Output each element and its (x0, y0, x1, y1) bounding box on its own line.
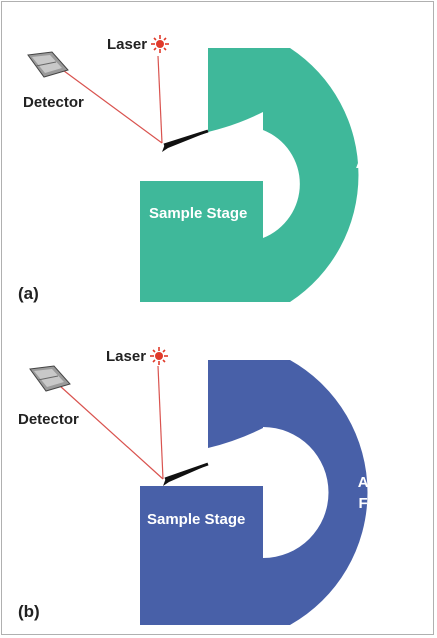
detector-label: Detector (23, 94, 84, 111)
detector-label: Detector (18, 411, 79, 428)
laser-beam-incident (157, 55, 163, 144)
panel-label-a: (a) (18, 284, 39, 303)
detector-icon (27, 51, 69, 78)
afm-frame-label-line2: Frame (358, 495, 403, 512)
cantilever-arm (163, 129, 209, 147)
sample-stage-block (140, 181, 263, 302)
panel-a: Laser Detector Sample Stage AFM Frame (a… (18, 35, 403, 303)
laser-beam-incident (157, 365, 164, 480)
afm-frame-label-line1: AFM (358, 474, 391, 491)
sample-stage-label: Sample Stage (149, 205, 247, 222)
sample-stage-block (140, 486, 263, 625)
laser-icon (151, 35, 169, 53)
sample-stage-label: Sample Stage (147, 511, 245, 528)
detector-icon (29, 365, 71, 392)
laser-label: Laser (106, 348, 146, 365)
laser-icon (150, 347, 168, 365)
cantilever-arm (164, 462, 209, 481)
laser-beam-reflected (59, 385, 164, 480)
laser-beam-reflected (59, 67, 163, 144)
laser-label: Laser (107, 36, 147, 53)
cantilever (163, 465, 208, 486)
panel-b: Laser Detector Sample Stage AFM Frame (b… (18, 347, 404, 625)
afm-frame-label-line1: AFM (356, 155, 389, 172)
afm-frame-label-line2: Frame (357, 176, 402, 193)
panel-label-b: (b) (18, 602, 40, 621)
